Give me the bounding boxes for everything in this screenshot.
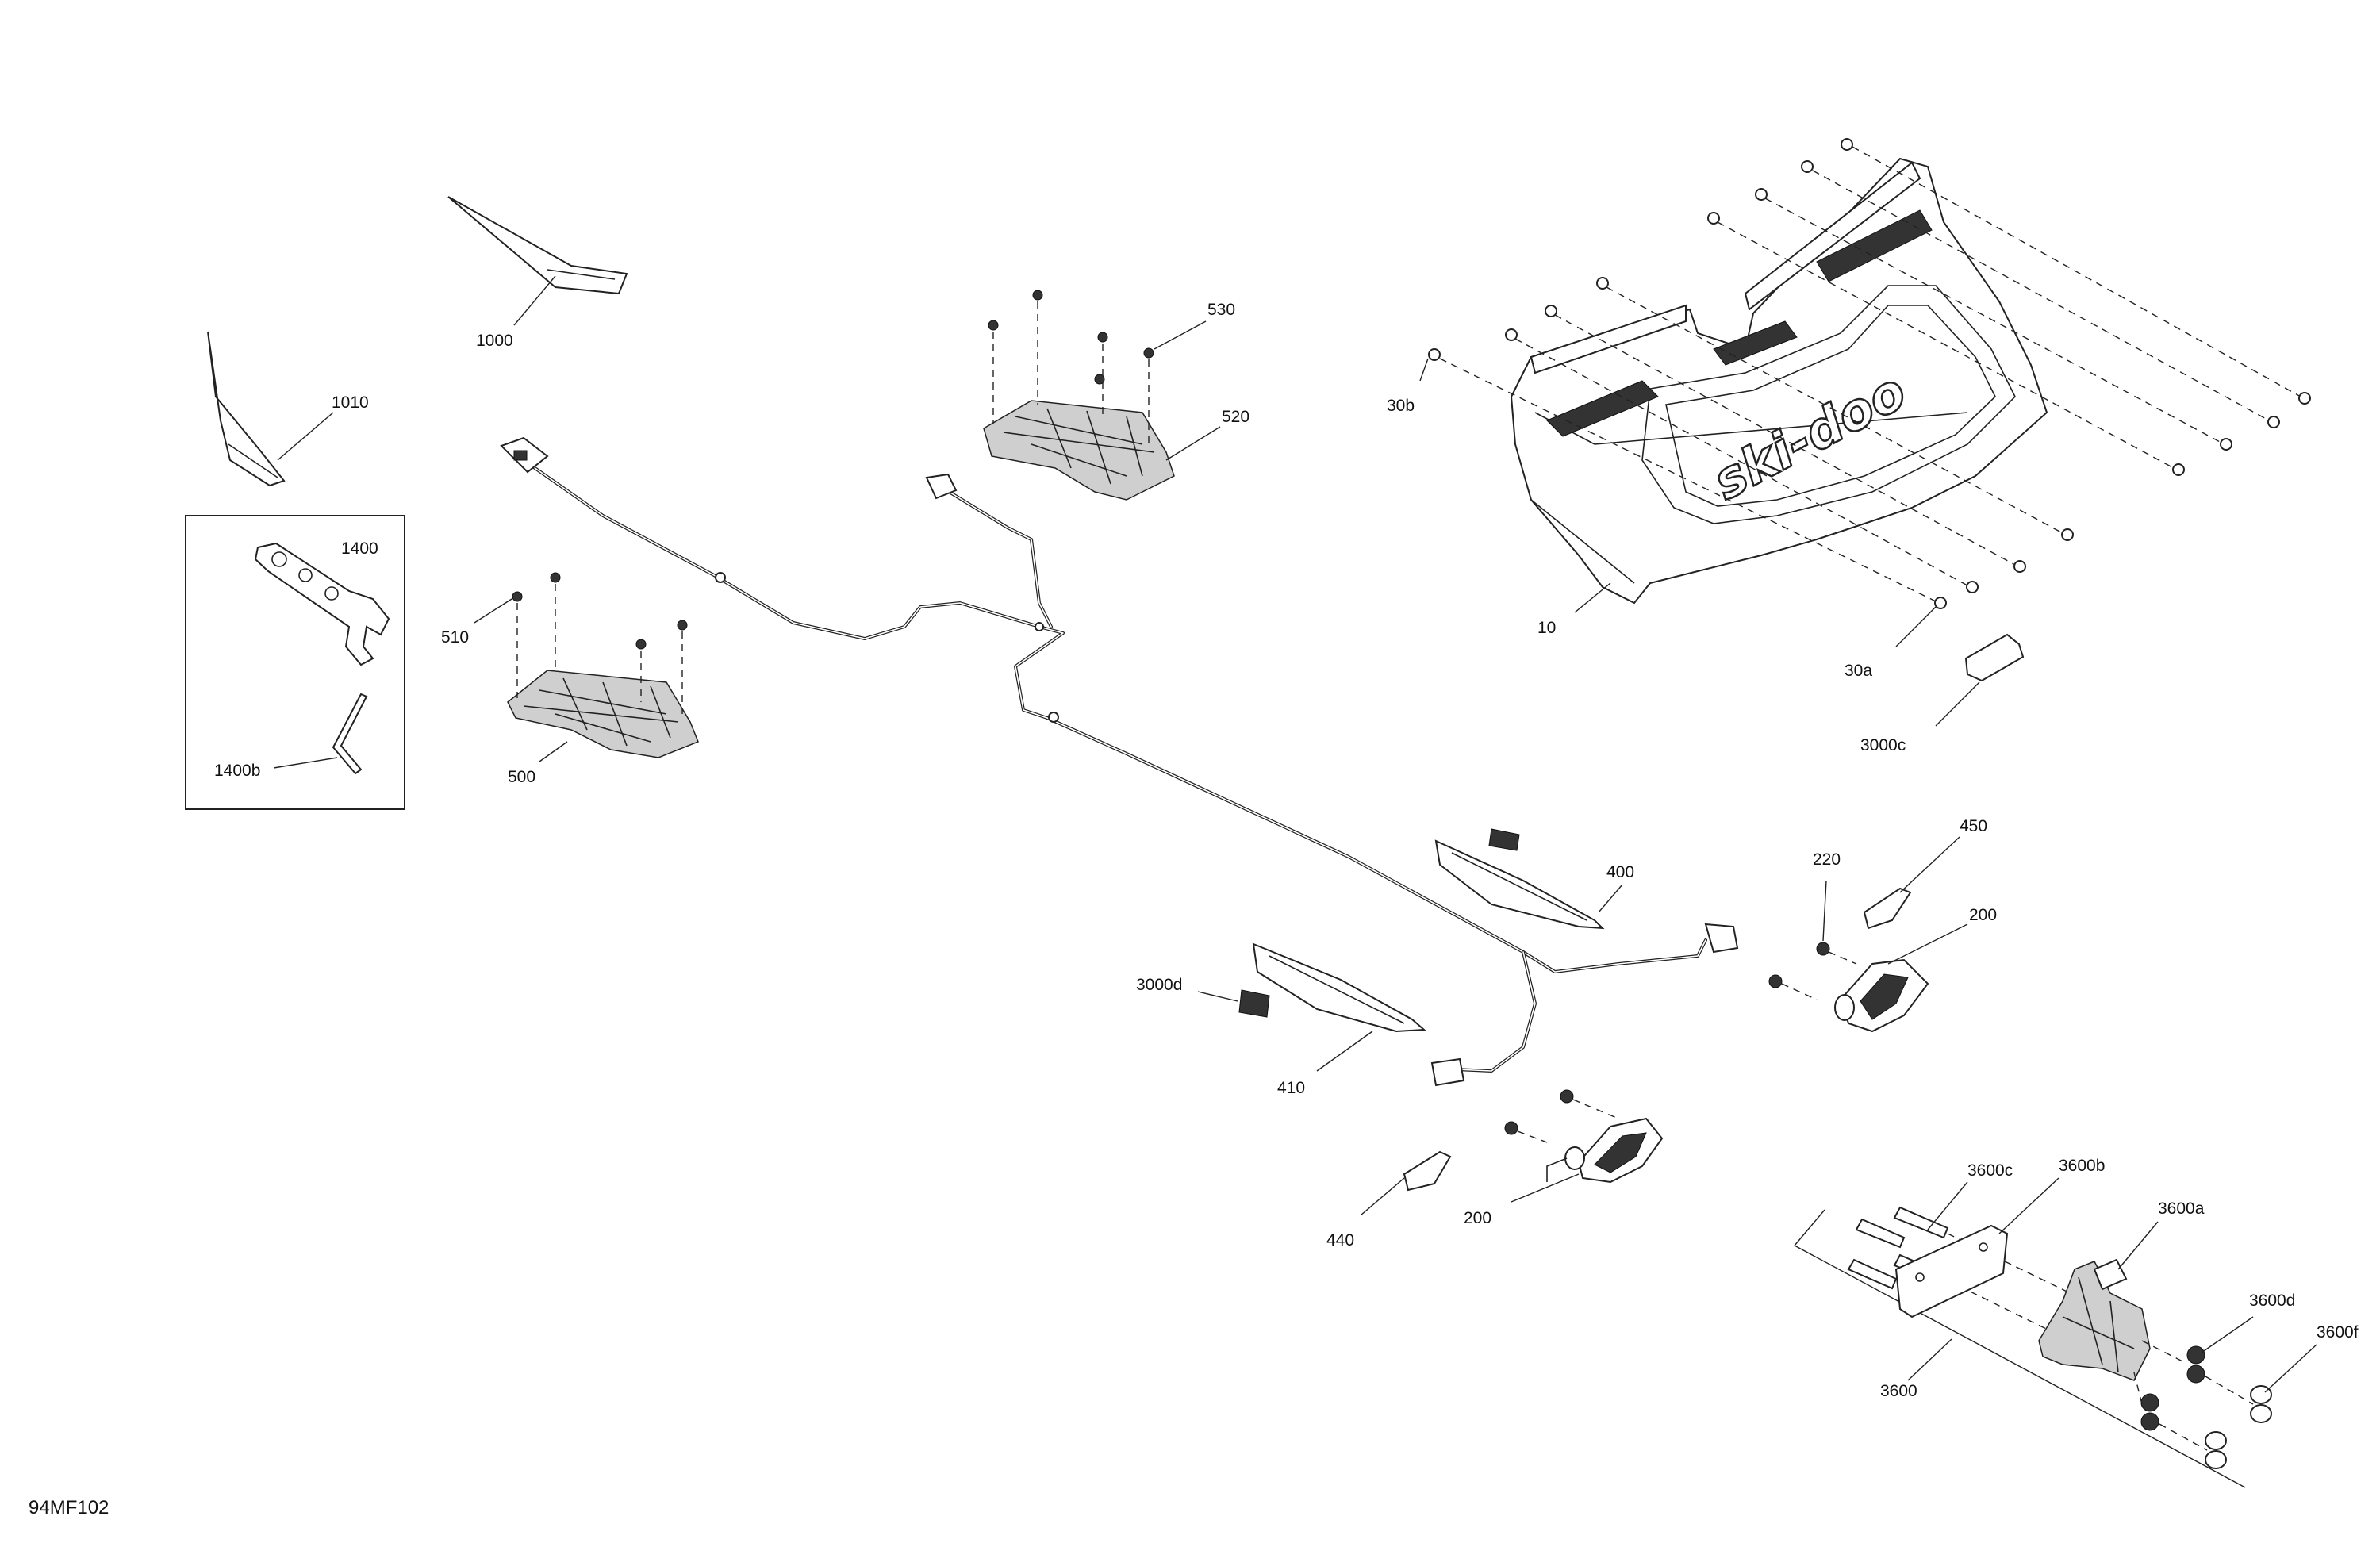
callout-1010: 1010 (332, 393, 369, 412)
caps-3600f[interactable] (2159, 1376, 2272, 1469)
wiring-harness[interactable] (500, 436, 1739, 1087)
nuts-3600d[interactable] (2133, 1340, 2205, 1431)
rack-520[interactable] (983, 400, 1175, 501)
deflector-410[interactable] (1252, 942, 1426, 1033)
callout-200-upper: 200 (1969, 906, 1997, 924)
callout-3600f: 3600f (2317, 1323, 2359, 1341)
callout-3600d: 3600d (2249, 1292, 2295, 1310)
callout-30a: 30a (1844, 662, 1872, 680)
washer-220[interactable] (1768, 942, 1830, 988)
callout-10: 10 (1537, 619, 1556, 637)
callout-530: 530 (1207, 301, 1235, 319)
screws-30a[interactable] (1439, 146, 2311, 609)
light-200-upper[interactable] (1781, 951, 1929, 1033)
callout-440: 440 (1326, 1231, 1354, 1249)
callout-220: 220 (1813, 850, 1841, 869)
callout-450: 450 (1960, 817, 1987, 835)
hex-key-icon[interactable] (332, 693, 368, 775)
decal-3000c[interactable] (1964, 633, 2025, 682)
callout-30b: 30b (1387, 397, 1415, 415)
callout-200-lower: 200 (1464, 1209, 1491, 1227)
callout-3600: 3600 (1880, 1382, 1917, 1400)
decal-3000d[interactable] (1238, 989, 1270, 1018)
callout-500: 500 (508, 768, 536, 786)
screws-510[interactable] (512, 572, 688, 714)
callout-1400b: 1400b (214, 762, 260, 780)
callout-510: 510 (441, 628, 469, 647)
callout-3600a: 3600a (2158, 1199, 2205, 1218)
callout-410: 410 (1277, 1079, 1305, 1097)
callout-3000d: 3000d (1136, 976, 1182, 994)
screws-530[interactable] (988, 290, 1154, 444)
washers-30b[interactable] (1428, 138, 1853, 361)
decal-450[interactable] (1863, 887, 1912, 930)
decal-1000[interactable] (447, 196, 628, 295)
callout-1000: 1000 (476, 332, 513, 350)
decal-440[interactable] (1403, 1150, 1452, 1192)
callout-400: 400 (1606, 863, 1634, 881)
callout-3600b: 3600b (2059, 1157, 2105, 1175)
spanner-wrench-icon[interactable] (254, 542, 390, 666)
diagram-code: 94MF102 (29, 1497, 109, 1518)
deflector-400[interactable] (1434, 828, 1605, 930)
tool-kit-box (185, 515, 405, 810)
callout-3600c: 3600c (1967, 1161, 2013, 1180)
plate-3600b[interactable] (1894, 1224, 2009, 1318)
callout-3000c: 3000c (1860, 736, 1906, 754)
rack-500[interactable] (507, 670, 699, 758)
decal-1010[interactable] (207, 331, 286, 487)
light-200-lower[interactable] (1504, 1089, 1664, 1184)
callout-1400: 1400 (341, 539, 378, 558)
hitch-3600a[interactable] (2038, 1258, 2151, 1381)
hitch-3600-frame (1794, 1209, 2246, 1488)
callout-520: 520 (1222, 408, 1250, 426)
